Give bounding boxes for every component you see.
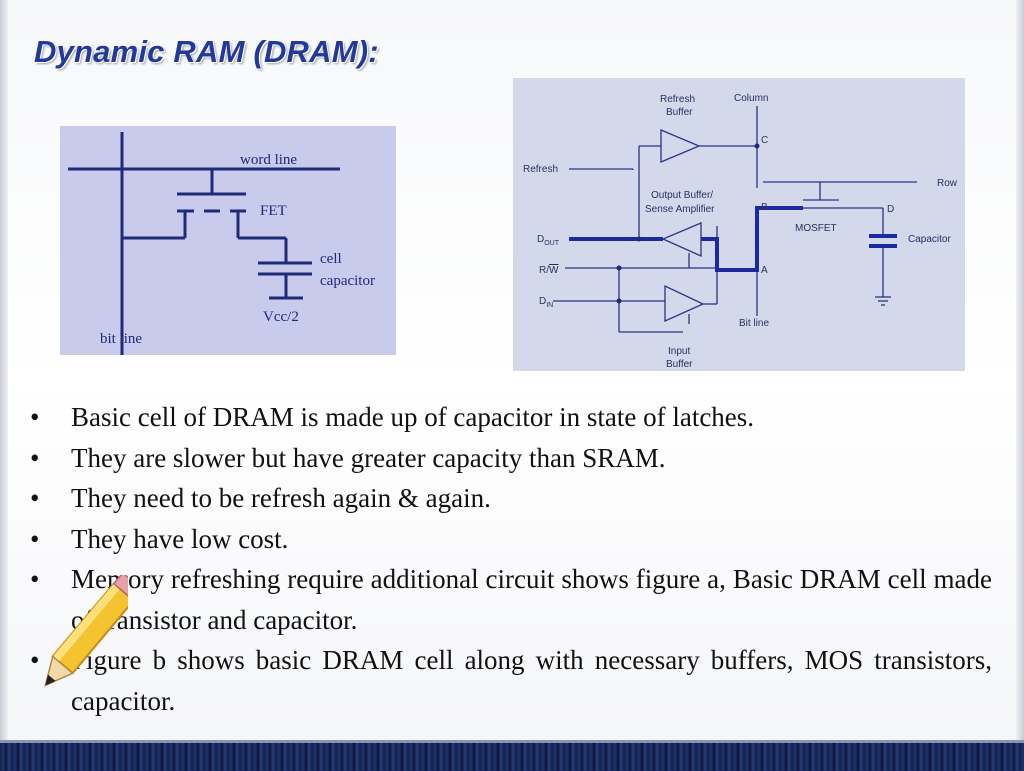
node-a-label: A <box>761 265 768 276</box>
output-buffer-triangle <box>661 222 702 258</box>
bullet-dot: • <box>30 402 40 432</box>
bit-line-label: bit line <box>100 331 142 347</box>
bullet-text: They need to be refresh again & again. <box>71 483 491 513</box>
bullet-dot: • <box>30 483 40 513</box>
refresh-buffer-label-2: Buffer <box>666 107 693 118</box>
slide-frame-right <box>1016 0 1024 740</box>
input-buffer-label-1: Input <box>668 346 690 357</box>
bullet-dot: • <box>30 564 40 594</box>
bullet-dot: • <box>30 645 40 675</box>
figure-a-circuit: word line FET cell capacitor Vcc/2 bit l… <box>68 132 375 355</box>
capacitor-label: capacitor <box>320 273 375 289</box>
word-line-label: word line <box>240 152 297 168</box>
pencil-icon <box>44 575 128 687</box>
input-buffer-label-2: Buffer <box>666 359 693 370</box>
figure-b-circuit: Refresh Buffer Column C Refresh Row Outp… <box>523 93 958 370</box>
figure-b-junctions <box>616 143 760 304</box>
refresh-buffer-label-1: Refresh <box>660 94 695 105</box>
figure-b-data-path <box>569 206 897 272</box>
node-d-label: D <box>887 204 894 215</box>
bullet-text: They are slower but have greater capacit… <box>71 442 666 473</box>
input-buffer-triangle <box>664 284 705 323</box>
bullet-list: • Basic cell of DRAM is made up of capaci… <box>30 397 992 721</box>
fet-label: FET <box>260 203 287 219</box>
column-label: Column <box>734 93 768 104</box>
footer-bar <box>0 740 1024 771</box>
output-buffer-label-2: Sense Amplifier <box>645 204 715 215</box>
bullet-item: • Basic cell of DRAM is made up of capaci… <box>30 397 992 438</box>
node-c-label: C <box>761 135 768 146</box>
capacitor-label: Capacitor <box>908 234 951 245</box>
slide-title: Dynamic RAM (DRAM): <box>34 34 379 69</box>
slide-frame-left <box>0 0 8 740</box>
vcc-label: Vcc/2 <box>263 309 299 325</box>
bullet-item: • They have low cost. <box>30 519 992 560</box>
bullet-text: Memory refreshing require additional cir… <box>71 564 992 635</box>
bullet-item: • They are slower but have greater capaci… <box>30 438 992 479</box>
figure-a-wires <box>68 132 340 355</box>
figure-a-dram-cell: word line FET cell capacitor Vcc/2 bit l… <box>60 126 396 355</box>
bullet-item: • They need to be refresh again & again. <box>30 478 992 519</box>
bullet-text: They have low cost. <box>71 523 289 554</box>
node-b-label: B <box>761 202 768 213</box>
cell-label: cell <box>320 251 342 267</box>
output-buffer-label-1: Output Buffer/ <box>651 190 713 201</box>
mosfet-label: MOSFET <box>795 223 837 234</box>
bullet-dot: • <box>30 442 40 473</box>
bit-line-label: Bit line <box>739 318 769 329</box>
bullet-dot: • <box>30 523 40 554</box>
din-label: DIN <box>539 296 553 309</box>
figure-b-dram-circuit: Refresh Buffer Column C Refresh Row Outp… <box>513 78 965 371</box>
refresh-label: Refresh <box>523 164 558 175</box>
bullet-item: • Memory refreshing require additional ci… <box>30 559 992 640</box>
dout-label: DOUT <box>537 234 560 247</box>
rw-label: R/W <box>539 265 559 276</box>
bullet-text: Figure b shows basic DRAM cell along wit… <box>71 645 992 716</box>
bullet-item: • Figure b shows basic DRAM cell along wi… <box>30 640 992 721</box>
row-label: Row <box>937 178 958 189</box>
refresh-buffer-triangle <box>660 129 701 163</box>
bullet-text: Basic cell of DRAM is made up of capacit… <box>71 402 755 432</box>
